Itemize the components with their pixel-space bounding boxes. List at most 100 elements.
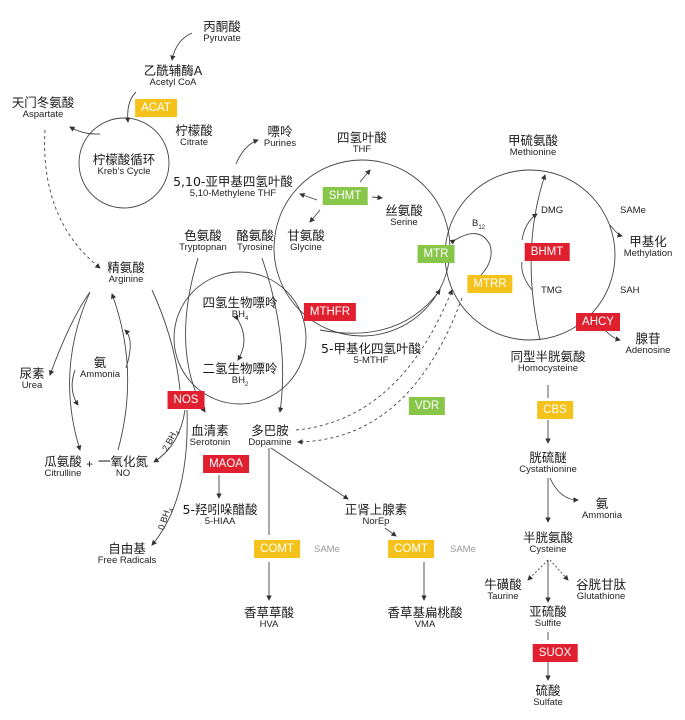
node-ammonia-right: 氨 Ammonia xyxy=(581,496,623,522)
homocysteine-en: Homocysteine xyxy=(517,363,579,375)
enzyme-shmt[interactable]: SHMT xyxy=(322,187,368,205)
plus-sign: + xyxy=(86,457,94,471)
free-radicals-en: Free Radicals xyxy=(97,555,157,567)
cystathionine-zh: 胱硫醚 xyxy=(529,450,567,465)
adenosine-zh: 腺苷 xyxy=(635,331,661,346)
thf-en: THF xyxy=(352,144,372,156)
dashed-vdr-dopamine-a xyxy=(295,289,453,431)
methylene-thf-en: 5,10-Methylene THF xyxy=(189,188,277,200)
arrow-dopamine-norep xyxy=(270,447,349,500)
arrow-mthf-mtr xyxy=(319,289,441,334)
node-methylation: 甲基化 Methylation xyxy=(624,234,673,260)
methylation-zh: 甲基化 xyxy=(629,234,667,249)
label-same-methylation: SAMe xyxy=(620,205,646,216)
krebs-zh: 柠檬酸循环 xyxy=(92,152,156,167)
no-en: NO xyxy=(115,468,131,480)
enzyme-maoa[interactable]: MAOA xyxy=(203,455,249,473)
arrow-shmt-thf xyxy=(359,169,371,183)
node-dopamine: 多巴胺 Dopamine xyxy=(248,423,292,449)
node-cysteine: 半胱氨酸 Cysteine xyxy=(523,530,573,556)
urea-zh: 尿素 xyxy=(19,366,45,381)
thf-zh: 四氢叶酸 xyxy=(336,130,388,145)
pyruvate-en: Pyruvate xyxy=(203,33,241,45)
arrow-pyruvate-acetylcoa xyxy=(170,32,193,61)
hva-zh: 香草草酸 xyxy=(243,605,295,620)
enzyme-nos[interactable]: NOS xyxy=(167,391,205,409)
arrow-norep-comt2 xyxy=(384,527,397,537)
arginine-zh: 精氨酸 xyxy=(107,260,145,275)
enzyme-comt-norep[interactable]: COMT xyxy=(388,540,434,558)
node-ammonia-left: 氨 Ammonia xyxy=(79,355,121,381)
taurine-en: Taurine xyxy=(487,591,519,603)
node-free-radicals: 自由基 Free Radicals xyxy=(97,541,157,567)
node-cystathionine: 胱硫醚 Cystathionine xyxy=(519,450,577,476)
enzyme-bhmt[interactable]: BHMT xyxy=(524,243,570,261)
glutathione-zh: 谷胱甘肽 xyxy=(575,577,627,592)
hiaa-en: 5-HIAA xyxy=(204,516,236,528)
node-acetyl-coa: 乙酰辅酶A Acetyl CoA xyxy=(143,63,203,89)
enzyme-suox[interactable]: SUOX xyxy=(532,644,578,662)
node-sulfate: 硫酸 Sulfate xyxy=(533,683,563,709)
arrow-ammonia-in xyxy=(71,369,79,406)
serotonin-zh: 血清素 xyxy=(191,423,229,438)
homocysteine-zh: 同型半胱氨酸 xyxy=(510,349,586,364)
enzyme-mtr[interactable]: MTR xyxy=(417,245,455,263)
arrow-aspartate-arginine xyxy=(44,129,101,269)
pyruvate-zh: 丙酮酸 xyxy=(203,19,241,34)
node-norepinephrine: 正肾上腺素 NorEp xyxy=(345,502,408,528)
enzyme-ahcy[interactable]: AHCY xyxy=(576,313,620,331)
enzyme-mtrr[interactable]: MTRR xyxy=(467,275,513,293)
purines-zh: 嘌呤 xyxy=(267,124,293,139)
arrow-cystathionine-ammonia xyxy=(549,477,579,503)
label-dmg: DMG xyxy=(541,205,564,216)
label-same-comt1: SAMe xyxy=(314,544,340,555)
node-aspartate: 天门冬氨酸 Aspartate xyxy=(12,95,75,121)
enzyme-mthfr[interactable]: MTHFR xyxy=(303,303,357,321)
line-arginine-nos xyxy=(151,289,181,391)
serine-en: Serine xyxy=(390,217,418,229)
node-5-hiaa: 5-羟吲哚醋酸 5-HIAA xyxy=(183,502,258,528)
krebs-en: Kreb's Cycle xyxy=(97,166,151,178)
methylene-thf-zh: 5,10-亚甲基四氢叶酸 xyxy=(173,174,293,189)
arrow-ammonia-cycle xyxy=(124,329,131,369)
citrulline-en: Citrulline xyxy=(44,468,82,480)
arrow-bhmt-dmg xyxy=(521,213,538,241)
arrow-no-arginine xyxy=(111,293,129,451)
tryptophan-en: Tryptopnan xyxy=(179,242,227,254)
acetyl-coa-zh: 乙酰辅酶A xyxy=(143,63,203,78)
node-arginine: 精氨酸 Arginine xyxy=(107,260,145,286)
bh2-en-text: BH xyxy=(231,375,245,387)
node-purines: 嘌呤 Purines xyxy=(264,124,296,150)
label-sah: SAH xyxy=(620,285,640,296)
enzyme-acat[interactable]: ACAT xyxy=(135,99,177,117)
enzyme-cbs[interactable]: CBS xyxy=(537,401,573,419)
no-zh: 一氧化氮 xyxy=(97,454,149,469)
methionine-zh: 甲硫氨酸 xyxy=(507,133,559,148)
arrow-arginine-citrulline xyxy=(69,291,91,451)
node-krebs-cycle: 柠檬酸循环 Kreb's Cycle xyxy=(92,152,156,178)
line-tyrosine-dopamine xyxy=(261,257,284,413)
methionine-en: Methionine xyxy=(509,147,557,159)
vma-zh: 香草基扁桃酸 xyxy=(387,605,463,620)
node-methionine: 甲硫氨酸 Methionine xyxy=(507,133,559,159)
vma-en: VMA xyxy=(414,619,436,631)
arrow-nos-no xyxy=(153,409,186,463)
bh4-sub: 4 xyxy=(244,316,249,323)
arginine-en: Arginine xyxy=(108,274,144,286)
node-5-mthf: 5-甲基化四氢叶酸 5-MTHF xyxy=(321,341,421,367)
aspartate-en: Aspartate xyxy=(22,109,64,121)
ammonia-right-en: Ammonia xyxy=(581,510,623,522)
node-urea: 尿素 Urea xyxy=(19,366,45,392)
ammonia-left-en: Ammonia xyxy=(79,369,121,381)
dopamine-en: Dopamine xyxy=(248,437,292,449)
bh4-en: BH4 xyxy=(202,309,277,323)
node-citrulline: 瓜氨酸 Citrulline xyxy=(44,454,82,480)
node-citrate: 柠檬酸 Citrate xyxy=(175,123,213,149)
sulfate-en: Sulfate xyxy=(533,697,563,709)
enzyme-comt-dopamine[interactable]: COMT xyxy=(254,540,300,558)
enzyme-vdr[interactable]: VDR xyxy=(408,397,446,415)
norep-en: NorEp xyxy=(362,516,390,528)
arrow-shmt-serine xyxy=(371,194,383,201)
